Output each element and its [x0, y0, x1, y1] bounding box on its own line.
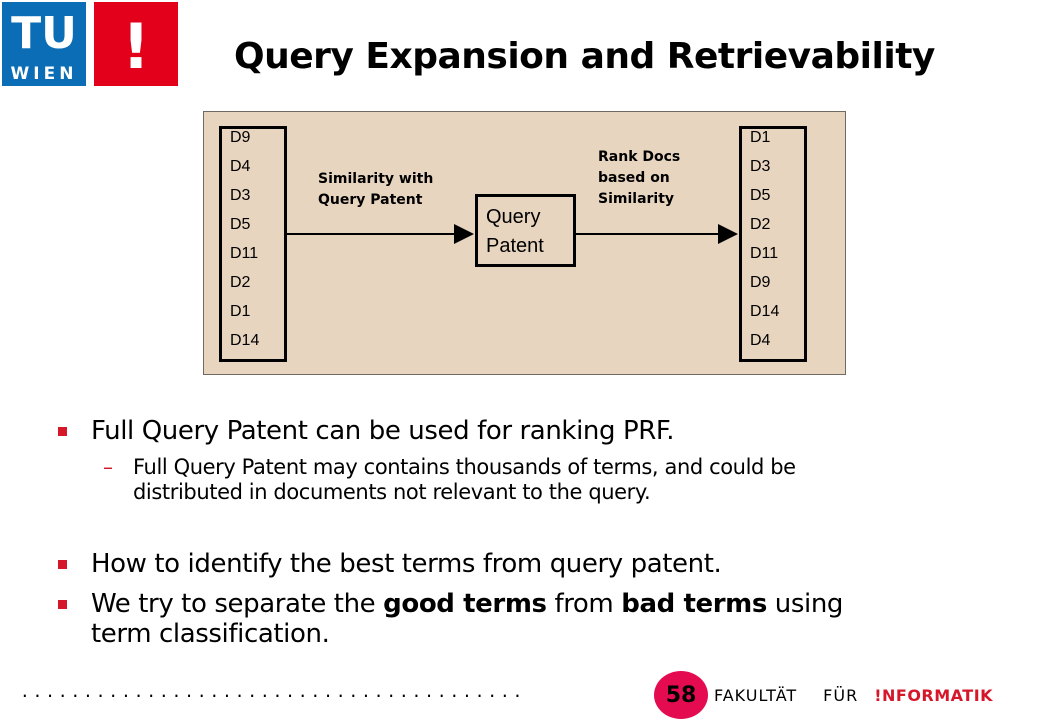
doc-item: D9	[750, 274, 771, 291]
page-number: 58	[665, 682, 697, 708]
doc-item: D2	[230, 274, 251, 291]
dash-icon: –	[103, 455, 113, 479]
label-rank-line2: based on	[598, 170, 670, 186]
query-patent-box: Query Patent	[475, 194, 576, 267]
label-similarity-line1: Similarity with	[318, 171, 434, 187]
doc-item: D1	[230, 303, 251, 320]
query-box-line1: Query	[486, 206, 541, 228]
label-similarity-line2: Query Patent	[318, 192, 423, 208]
logo-tu-text: TU	[11, 8, 77, 59]
doc-item: D11	[230, 245, 259, 262]
bullet-separate-line2: term classification.	[91, 619, 330, 649]
label-rank-line1: Rank Docs	[598, 149, 681, 165]
faculty-word: FAKULTÄT	[714, 686, 798, 705]
doc-item: D3	[750, 158, 771, 175]
doc-item: D14	[750, 303, 780, 320]
doc-item: D11	[750, 245, 779, 262]
faculty-label: FAKULTÄT FÜR !NFORMATIK	[714, 686, 993, 705]
bullet-square-icon	[58, 427, 67, 436]
doc-item: D14	[230, 332, 260, 349]
text-run: from	[546, 589, 622, 619]
logo-red-block	[94, 2, 178, 86]
doc-item: D9	[230, 129, 251, 146]
initial-doc-list: D9 D4 D3 D5 D11 D2 D1 D14	[219, 126, 287, 362]
bullet-square-icon	[58, 600, 67, 609]
sub-bullet-line1: Full Query Patent may contains thousands…	[133, 455, 796, 479]
footer-dotted-line: ........................................	[20, 682, 526, 701]
text-run: We try to separate the	[91, 589, 384, 619]
sub-bullet-thousands-terms: Full Query Patent may contains thousands…	[133, 455, 993, 505]
doc-item: D5	[230, 216, 251, 233]
doc-item: D5	[750, 187, 771, 204]
bad-terms-emphasis: bad terms	[621, 589, 767, 619]
retrieval-diagram: D9 D4 D3 D5 D11 D2 D1 D14 Similarity wit…	[203, 111, 846, 375]
logo-wien-text: WIEN	[11, 64, 78, 84]
text-run: using	[766, 589, 844, 619]
doc-item: D1	[750, 129, 771, 146]
query-box-line2: Patent	[486, 235, 544, 257]
doc-item: D3	[230, 187, 251, 204]
tu-wien-logo: TU WIEN !	[2, 2, 178, 86]
bullet-full-query-patent: Full Query Patent can be used for rankin…	[91, 416, 675, 446]
logo-exclamation: !	[122, 10, 150, 83]
sub-bullet-line2: distributed in documents not relevant to…	[133, 480, 651, 504]
doc-item: D4	[230, 158, 251, 175]
doc-item: D2	[750, 216, 771, 233]
bullet-square-icon	[58, 560, 67, 569]
bullet-separate-terms: We try to separate the good terms from b…	[91, 589, 991, 649]
good-terms-emphasis: good terms	[383, 589, 547, 619]
slide-title: Query Expansion and Retrievability	[234, 36, 935, 77]
diagram-arrows	[287, 224, 738, 244]
doc-item: D4	[750, 332, 771, 349]
fuer-word: FÜR	[823, 686, 859, 705]
ranked-doc-list: D1 D3 D5 D2 D11 D9 D14 D4	[739, 126, 807, 362]
bullet-identify-best-terms: How to identify the best terms from quer…	[91, 549, 722, 579]
logo-blue-block	[2, 2, 86, 86]
page-number-badge: 58	[654, 671, 708, 719]
label-similarity: Similarity with Query Patent	[318, 169, 433, 211]
label-rank-docs: Rank Docs based on Similarity	[598, 147, 680, 210]
bullet-separate-line1: We try to separate the good terms from b…	[91, 589, 991, 619]
label-rank-line3: Similarity	[598, 191, 675, 207]
informatik-word: !NFORMATIK	[874, 686, 994, 705]
